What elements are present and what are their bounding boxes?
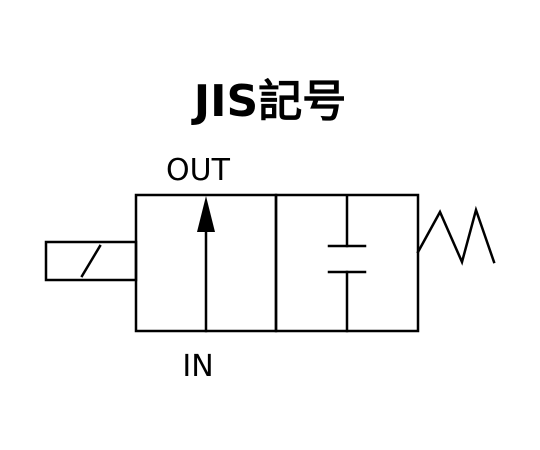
in-port-label: IN: [182, 349, 213, 384]
diagram-title: JIS記号: [191, 76, 346, 127]
solenoid-icon: [44, 240, 138, 282]
valve-body: [134, 193, 420, 333]
out-port-label: OUT: [166, 153, 231, 188]
spring-icon: [416, 205, 496, 266]
blocked-port-icon: [327, 194, 367, 333]
flow-arrow-icon: [197, 196, 215, 333]
